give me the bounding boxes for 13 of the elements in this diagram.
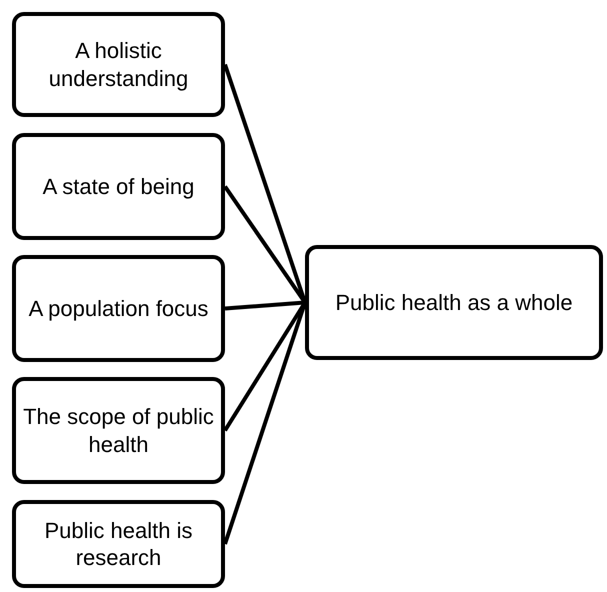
rounded-box <box>12 500 225 588</box>
rounded-box <box>12 255 225 362</box>
box-text: A holistic understanding <box>48 37 190 92</box>
box-text: The scope of public health <box>22 403 215 458</box>
box-text: Public health is research <box>44 516 194 572</box>
rounded-box <box>305 245 603 360</box>
rounded-box <box>12 133 225 240</box>
box-text: Public health as a whole <box>335 288 573 316</box>
connector-line <box>224 300 306 310</box>
rounded-box <box>12 377 225 484</box>
box-text: A population focus <box>28 294 208 322</box>
box-text: A state of being <box>42 172 194 200</box>
rounded-box <box>12 12 225 117</box>
